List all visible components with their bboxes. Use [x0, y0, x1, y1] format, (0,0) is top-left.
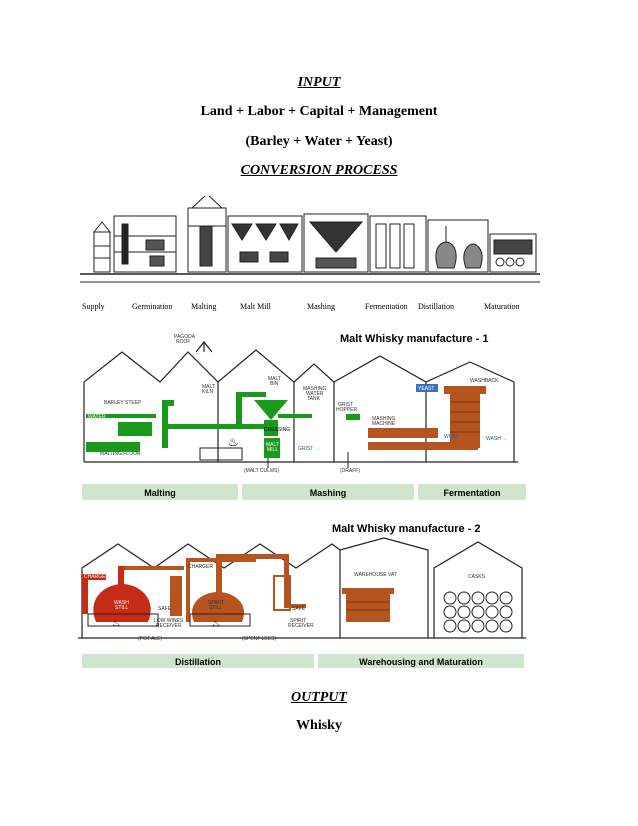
label-casks: CASKS [468, 574, 486, 580]
label-pagoda-roof: ROOF [176, 339, 190, 345]
input-line-1: Land + Labor + Capital + Management [200, 104, 438, 119]
label-wort: WORT [444, 434, 459, 440]
stage-label: Fermentation [365, 302, 408, 311]
label-mashing-machine: MACHINE [372, 421, 396, 427]
label-washback: WASHBACK [470, 378, 499, 384]
label-safe: SAFE [292, 606, 306, 612]
label-grist: GRIST → [298, 446, 320, 452]
stage-label: Malt Mill [240, 302, 272, 311]
label-wash-still: WASH [114, 600, 129, 606]
label-barley-steep: BARLEY STEEP [104, 400, 142, 406]
label-malt-kiln: MALT [202, 384, 215, 390]
label-spirit-still: SPIRIT [208, 600, 224, 606]
label-safe: SAFE [158, 606, 172, 612]
stage-label: Malting [191, 302, 216, 311]
label-mashing-water-tank: MASHING [303, 386, 326, 392]
band-fermentation: Fermentation [443, 488, 500, 498]
label-spent-lees: (SPENT LEES) [242, 636, 276, 642]
label-mashing-water-tank: WATER [306, 391, 324, 397]
label-yeast: YEAST [418, 386, 434, 392]
label-spirit-receiver: RECEIVER [288, 623, 314, 629]
label-malt-bin: BIN [270, 381, 279, 387]
label-pagoda-roof: PAGODA [174, 334, 196, 340]
label-malt-bin: MALT [268, 376, 281, 382]
stage-label: Supply [82, 302, 105, 311]
label-malt-mill: MILL [267, 447, 278, 453]
label-wash-still: STILL [115, 605, 129, 611]
malt-whisky-diagram-2: Malt Whisky manufacture - 2 ♨ ♨ [78, 523, 526, 668]
stage-label: Maturation [484, 302, 520, 311]
stage-label: Mashing [307, 302, 335, 311]
label-spirit-receiver: SPIRIT [290, 618, 306, 624]
stage-label: Distillation [418, 302, 454, 311]
label-charger: CHARGER [188, 564, 213, 570]
conversion-heading: CONVERSION PROCESS [240, 163, 398, 178]
band-malting: Malting [144, 488, 176, 498]
label-draff: (DRAFF) [340, 468, 360, 474]
fire-icon: ♨ [212, 618, 220, 628]
band-mashing: Mashing [310, 488, 347, 498]
malt-whisky-diagram-1: Malt Whisky manufacture - 1 PAGODA ROOF … [82, 333, 526, 500]
band-distillation: Distillation [175, 657, 221, 667]
fire-icon: ♨ [112, 618, 120, 628]
label-water: WATER [88, 414, 106, 420]
diagram-2-title: Malt Whisky manufacture - 2 [332, 523, 481, 535]
conversion-process-figure: Supply Germination Malting Malt Mill Mas… [80, 196, 540, 311]
label-spirit-still: STILL [209, 605, 223, 611]
output-value: Whisky [296, 718, 342, 733]
input-line-2: (Barley + Water + Yeast) [245, 134, 393, 149]
label-malt-kiln: KILN [202, 389, 214, 395]
label-malting-floor: MALTING FLOOR [100, 451, 141, 457]
label-malt-mill: MALT [266, 442, 279, 448]
input-heading: INPUT [297, 75, 341, 90]
label-warehouse-vat: WAREHOUSE VAT [354, 572, 397, 578]
label-pot-ale: (POT ALE) [138, 636, 162, 642]
output-heading: OUTPUT [291, 690, 347, 705]
label-charger: CHARGER [84, 574, 109, 580]
fire-icon: ♨ [228, 435, 239, 449]
label-grist-hopper: GRIST [338, 402, 353, 408]
label-malt-culms: (MALT CULMS) [244, 468, 279, 474]
label-mashing-machine: MASHING [372, 416, 395, 422]
label-mashing-water-tank: TANK [307, 396, 321, 402]
label-dressing: DRESSING [264, 427, 290, 433]
band-warehousing: Warehousing and Maturation [359, 657, 483, 667]
label-low-wines-receiver: LOW WINES [154, 618, 184, 624]
label-grist-hopper: HOPPER [336, 407, 358, 413]
diagram-1-title: Malt Whisky manufacture - 1 [340, 333, 489, 345]
label-low-wines-receiver: RECEIVER [156, 623, 182, 629]
stage-label: Germination [132, 302, 172, 311]
label-wash: WASH → [486, 436, 507, 442]
